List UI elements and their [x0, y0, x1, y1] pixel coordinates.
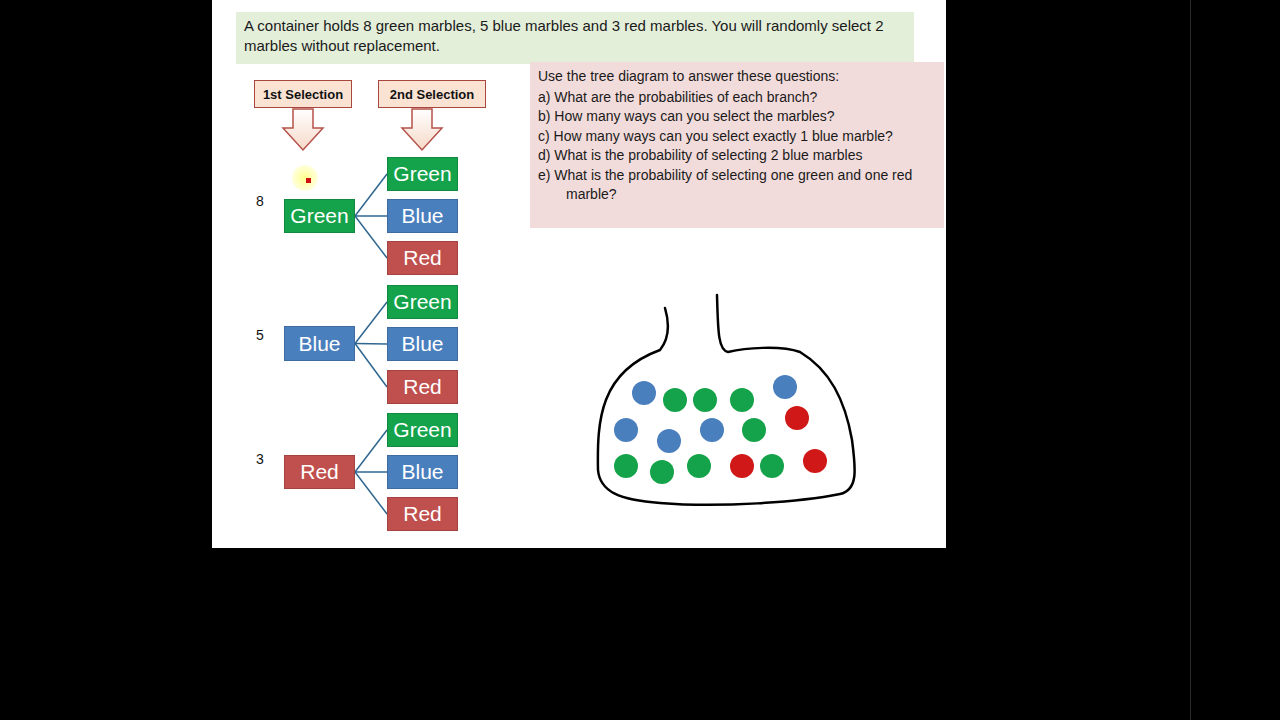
branch-count: 3 — [256, 451, 264, 467]
marble — [657, 429, 681, 453]
question-item: c) How many ways can you select exactly … — [538, 127, 936, 147]
node-text: Green — [393, 290, 451, 314]
marble — [730, 388, 754, 412]
down-arrow — [283, 109, 323, 150]
second-pick-box: Green — [387, 413, 458, 447]
second-pick-box: Green — [387, 285, 458, 319]
second-pick-box: Blue — [387, 455, 458, 489]
node-text: Red — [403, 502, 442, 526]
branch-line — [355, 174, 387, 216]
problem-statement: A container holds 8 green marbles, 5 blu… — [236, 12, 914, 64]
second-pick-box: Red — [387, 241, 458, 275]
branch-line — [355, 471, 387, 473]
branch-line — [355, 216, 387, 258]
question-item: a) What are the probabilities of each br… — [538, 88, 936, 108]
marble — [742, 418, 766, 442]
node-text: Red — [403, 375, 442, 399]
marble — [650, 460, 674, 484]
node-text: Red — [403, 246, 442, 270]
branch-count: 8 — [256, 193, 264, 209]
pointer-dot — [306, 178, 311, 183]
marble — [687, 454, 711, 478]
second-pick-box: Blue — [387, 199, 458, 233]
node-text: Green — [290, 204, 348, 228]
node-text: Red — [300, 460, 339, 484]
branch-line — [355, 343, 387, 345]
down-arrow — [402, 109, 442, 150]
marble — [773, 375, 797, 399]
branch-line — [355, 430, 387, 472]
pointer-highlight — [292, 165, 318, 191]
node-text: 2nd Selection — [390, 87, 475, 102]
question-heading: Use the tree diagram to answer these que… — [538, 67, 936, 87]
node-text: Blue — [401, 460, 443, 484]
first-pick-box: Green — [284, 199, 355, 233]
marble — [614, 454, 638, 478]
branch-line — [355, 344, 387, 388]
marble — [700, 418, 724, 442]
branch-line — [355, 472, 387, 514]
branch-line — [355, 302, 387, 344]
node-text: Green — [393, 418, 451, 442]
question-item: d) What is the probability of selecting … — [538, 146, 936, 166]
marble — [693, 388, 717, 412]
branch-line — [355, 215, 387, 217]
node-text: Blue — [401, 204, 443, 228]
branch-count: 5 — [256, 327, 264, 343]
marble — [632, 381, 656, 405]
marble — [730, 454, 754, 478]
question-item: b) How many ways can you select the marb… — [538, 107, 936, 127]
marble — [614, 418, 638, 442]
first-pick-box: Blue — [284, 326, 355, 361]
first-pick-box: Red — [284, 455, 355, 489]
marble — [785, 406, 809, 430]
second-pick-box: Blue — [387, 327, 458, 361]
node-text: Blue — [401, 332, 443, 356]
slide-ground — [212, 0, 946, 548]
stage-header: 1st Selection — [254, 80, 352, 108]
node-text: 1st Selection — [263, 87, 343, 102]
edge-rule — [1190, 0, 1191, 720]
question-box: Use the tree diagram to answer these que… — [530, 62, 944, 228]
second-pick-box: Red — [387, 497, 458, 531]
node-text: A container holds 8 green marbles, 5 blu… — [244, 16, 906, 56]
marble — [663, 388, 687, 412]
jar-outline — [598, 295, 855, 505]
marbles — [614, 375, 827, 484]
second-pick-box: Red — [387, 370, 458, 404]
node-text: Green — [393, 162, 451, 186]
marble — [760, 454, 784, 478]
node-text: Blue — [298, 332, 340, 356]
second-pick-box: Green — [387, 157, 458, 191]
stage-header: 2nd Selection — [378, 80, 486, 108]
question-item: e) What is the probability of selecting … — [538, 166, 936, 205]
marble — [803, 449, 827, 473]
